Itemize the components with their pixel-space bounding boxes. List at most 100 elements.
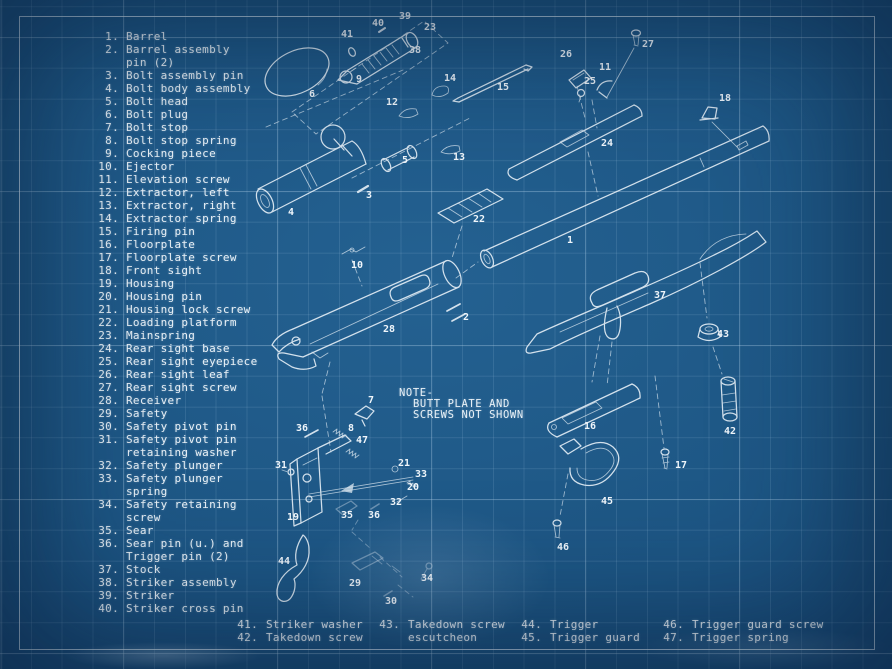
parts-list-item: 39.Striker xyxy=(92,589,272,602)
part-name: Striker washer xyxy=(266,618,363,631)
part-number: 1. xyxy=(105,30,119,43)
part-number-label: 20 xyxy=(407,482,419,493)
part-number: 5. xyxy=(105,95,119,108)
trigger-group-parts xyxy=(276,395,433,602)
parts-list-item: 9.Cocking piece xyxy=(92,147,272,160)
part-number: 11. xyxy=(98,173,119,186)
part-number-label: 43 xyxy=(717,329,729,340)
part-number: 45. xyxy=(521,631,542,644)
parts-list-item: 38.Striker assembly xyxy=(92,576,272,589)
part-number-label: 30 xyxy=(385,596,397,607)
part-number: 35. xyxy=(98,524,119,537)
parts-list-item: 19.Housing xyxy=(92,277,272,290)
note: NOTE- BUTT PLATE AND SCREWS NOT SHOWN xyxy=(399,388,524,421)
part-name: Receiver xyxy=(126,394,182,407)
striker-assembly-part xyxy=(337,27,419,85)
part-number-label: 39 xyxy=(399,11,411,22)
part-number-label: 33 xyxy=(415,469,427,480)
part-number: 16. xyxy=(98,238,119,251)
parts-list-item: 4.Bolt body assembly xyxy=(92,82,272,95)
part-number-label: 16 xyxy=(584,421,596,432)
part-number: 8. xyxy=(105,134,119,147)
firing-pin-part xyxy=(452,64,533,103)
part-name: Loading platform xyxy=(126,316,237,329)
part-number-label: 36 xyxy=(296,423,308,434)
part-number-label: 2 xyxy=(463,312,469,323)
bolt-assembly-pin-part xyxy=(356,184,370,194)
part-number: 13. xyxy=(98,199,119,212)
part-name: Bolt assembly pin xyxy=(126,69,244,82)
part-number-label: 29 xyxy=(349,578,361,589)
parts-list-item: 44.Trigger xyxy=(520,618,660,631)
takedown-escutcheon-part xyxy=(697,323,721,342)
part-number-label: 40 xyxy=(372,18,384,29)
part-name: Safety xyxy=(126,407,168,420)
part-number-label: 24 xyxy=(601,138,613,149)
part-number: 27. xyxy=(98,381,119,394)
parts-list-item: 20.Housing pin xyxy=(92,290,272,303)
part-number-label: 1 xyxy=(567,235,573,246)
parts-list-item: 17.Floorplate screw xyxy=(92,251,272,264)
part-name: Rear sight eyepiece xyxy=(126,355,258,368)
parts-list-item: 30.Safety pivot pin xyxy=(92,420,272,433)
part-number-label: 44 xyxy=(278,556,290,567)
part-number-label: 5 xyxy=(402,155,408,166)
part-number-label: 18 xyxy=(719,93,731,104)
part-number-label: 28 xyxy=(383,324,395,335)
part-number: 28. xyxy=(98,394,119,407)
parts-list-item: 42.Takedown screw xyxy=(236,631,406,644)
barrel-part xyxy=(479,125,770,269)
part-name: Striker assembly xyxy=(126,576,237,589)
rear-sight-parts xyxy=(568,29,642,129)
part-number-label: 45 xyxy=(601,496,613,507)
parts-list-item: 37.Stock xyxy=(92,563,272,576)
note-line: BUTT PLATE AND xyxy=(413,398,510,410)
part-number: 6. xyxy=(105,108,119,121)
part-number-label: 25 xyxy=(584,76,596,87)
part-name: Floorplate xyxy=(126,238,196,251)
part-number-label: 41 xyxy=(341,29,353,40)
parts-list-item: 8.Bolt stop spring xyxy=(92,134,272,147)
part-name: Safety pivot pin xyxy=(126,420,237,433)
part-name: Bolt stop xyxy=(126,121,189,134)
part-name: Sear xyxy=(126,524,154,537)
parts-list-item: 1.Barrel xyxy=(92,30,272,43)
rear-sight-base-part xyxy=(507,104,643,197)
parts-list-item: 11.Elevation screw xyxy=(92,173,272,186)
part-name: Stock xyxy=(126,563,161,576)
part-name: Trigger guard screw xyxy=(692,618,824,631)
part-name: Mainspring xyxy=(126,329,196,342)
floorplate-part xyxy=(547,383,641,438)
parts-list-item: 13. Extractor, right xyxy=(92,199,272,212)
parts-list-item: 28. Receiver xyxy=(92,394,272,407)
part-name: Extractor, right xyxy=(126,199,237,212)
part-number-label: 34 xyxy=(421,573,433,584)
parts-list-item: 26.Rear sight leaf xyxy=(92,368,272,381)
part-number-label: 6 xyxy=(309,89,315,100)
parts-list-item: 10.Ejector xyxy=(92,160,272,173)
part-number: 39. xyxy=(98,589,119,602)
parts-list-item: 41.Striker washer xyxy=(236,618,406,631)
part-name: Trigger xyxy=(550,618,599,631)
part-number-label: 36 xyxy=(368,510,380,521)
part-number: 22. xyxy=(98,316,119,329)
part-name: Housing lock screw xyxy=(126,303,251,316)
parts-list-item: 18.Front sight xyxy=(92,264,272,277)
part-number-label: 19 xyxy=(287,512,299,523)
parts-list-item: 24.Rear sight base xyxy=(92,342,272,355)
parts-list-item: 15.Firing pin xyxy=(92,225,272,238)
parts-list-item: 23.Mainspring xyxy=(92,329,272,342)
dashed-detail-box xyxy=(291,20,449,135)
part-name: Safety plunger xyxy=(126,459,223,472)
note-line: NOTE- xyxy=(399,387,434,399)
